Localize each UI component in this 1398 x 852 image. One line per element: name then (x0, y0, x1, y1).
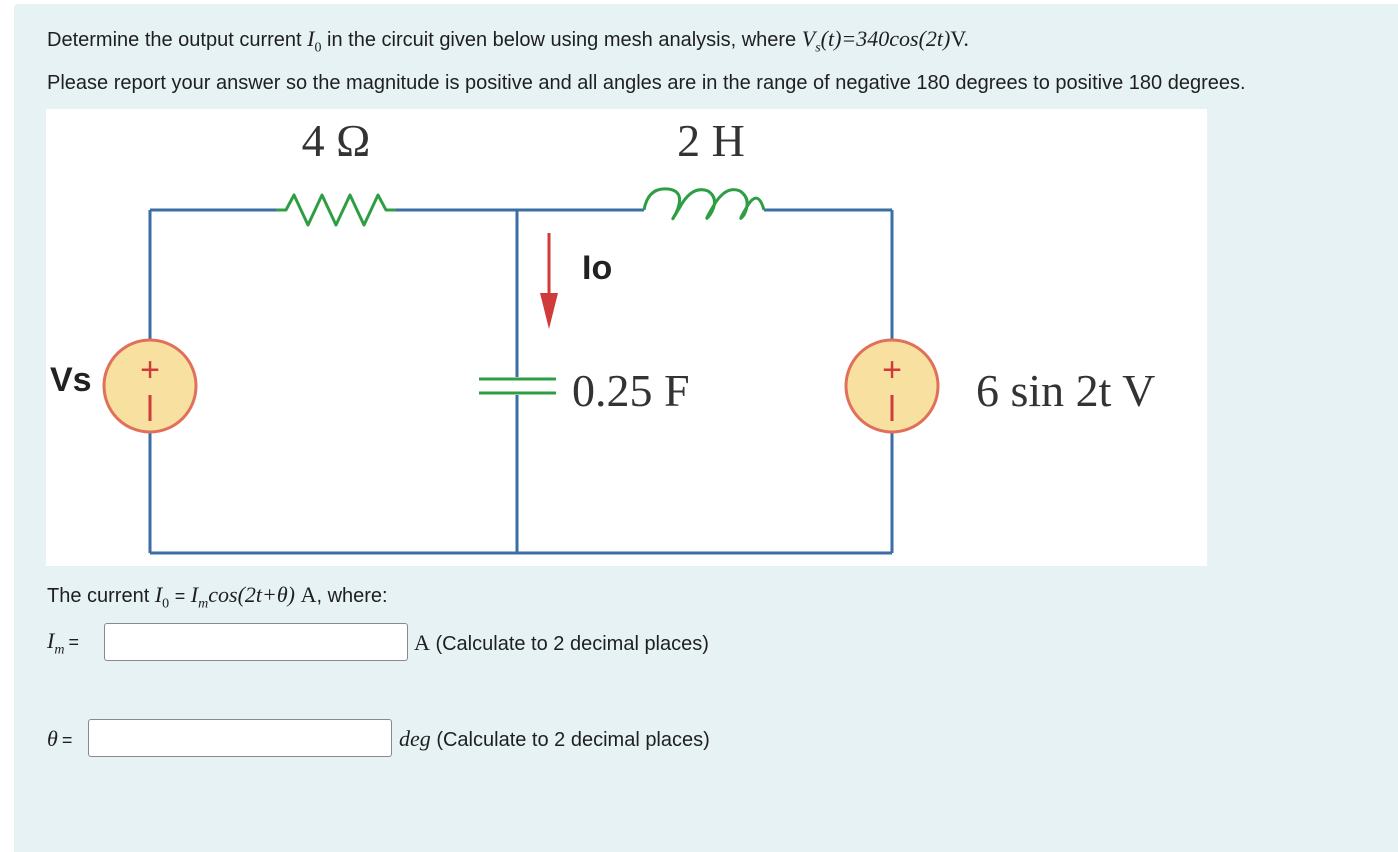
im-unit: A (414, 630, 430, 655)
theta-hint: (Calculate to 2 decimal places) (436, 729, 710, 751)
current-arrow-head (540, 293, 558, 329)
theta-input[interactable] (88, 719, 392, 757)
vs-expression: Vs(t)=340cos(2t) (801, 26, 951, 56)
question-text-mid: in the circuit given below using mesh an… (327, 29, 797, 51)
result-unit: A (300, 582, 317, 607)
circuit-diagram: + + 4 Ω 2 H 0.25 F Io Vs 6 sin 2t V (46, 109, 1207, 566)
result-expression: Imcos(2t+θ) (190, 582, 295, 612)
im-input[interactable] (104, 623, 408, 661)
capacitor-label: 0.25 F (572, 365, 690, 416)
right-source-label: 6 sin 2t V (976, 365, 1155, 416)
theta-label: θ= (47, 726, 73, 751)
inductor-symbol (642, 187, 766, 221)
question-text: Determine the output current (47, 29, 302, 51)
theta-hint-row: deg (Calculate to 2 decimal places) (399, 726, 710, 752)
left-voltage-source (102, 338, 198, 434)
result-suffix: , where: (316, 585, 388, 607)
theta-unit: deg (399, 726, 431, 751)
resistor-symbol (276, 193, 396, 227)
left-source-label: Vs (50, 361, 92, 399)
result-prefix: The current (47, 585, 150, 607)
im-hint: (Calculate to 2 decimal places) (435, 633, 709, 655)
vs-unit: V. (950, 26, 969, 51)
result-io: I0 (154, 582, 170, 612)
left-source-plus: + (140, 351, 160, 389)
im-label: Im= (47, 628, 79, 658)
question-line-2: Please report your answer so the magnitu… (47, 72, 1246, 94)
result-equals: = (174, 586, 186, 606)
im-hint-row: A (Calculate to 2 decimal places) (414, 630, 709, 656)
inductor-label: 2 H (677, 115, 745, 166)
right-voltage-source (844, 338, 940, 434)
question-line-1: Determine the output current I0 in the c… (47, 26, 969, 56)
io-symbol: I0 (307, 26, 322, 56)
resistor-label: 4 Ω (302, 115, 371, 166)
right-source-plus: + (882, 351, 902, 389)
current-label: Io (582, 249, 612, 287)
result-line: The current I0 = Imcos(2t+θ) A, where: (47, 582, 388, 612)
